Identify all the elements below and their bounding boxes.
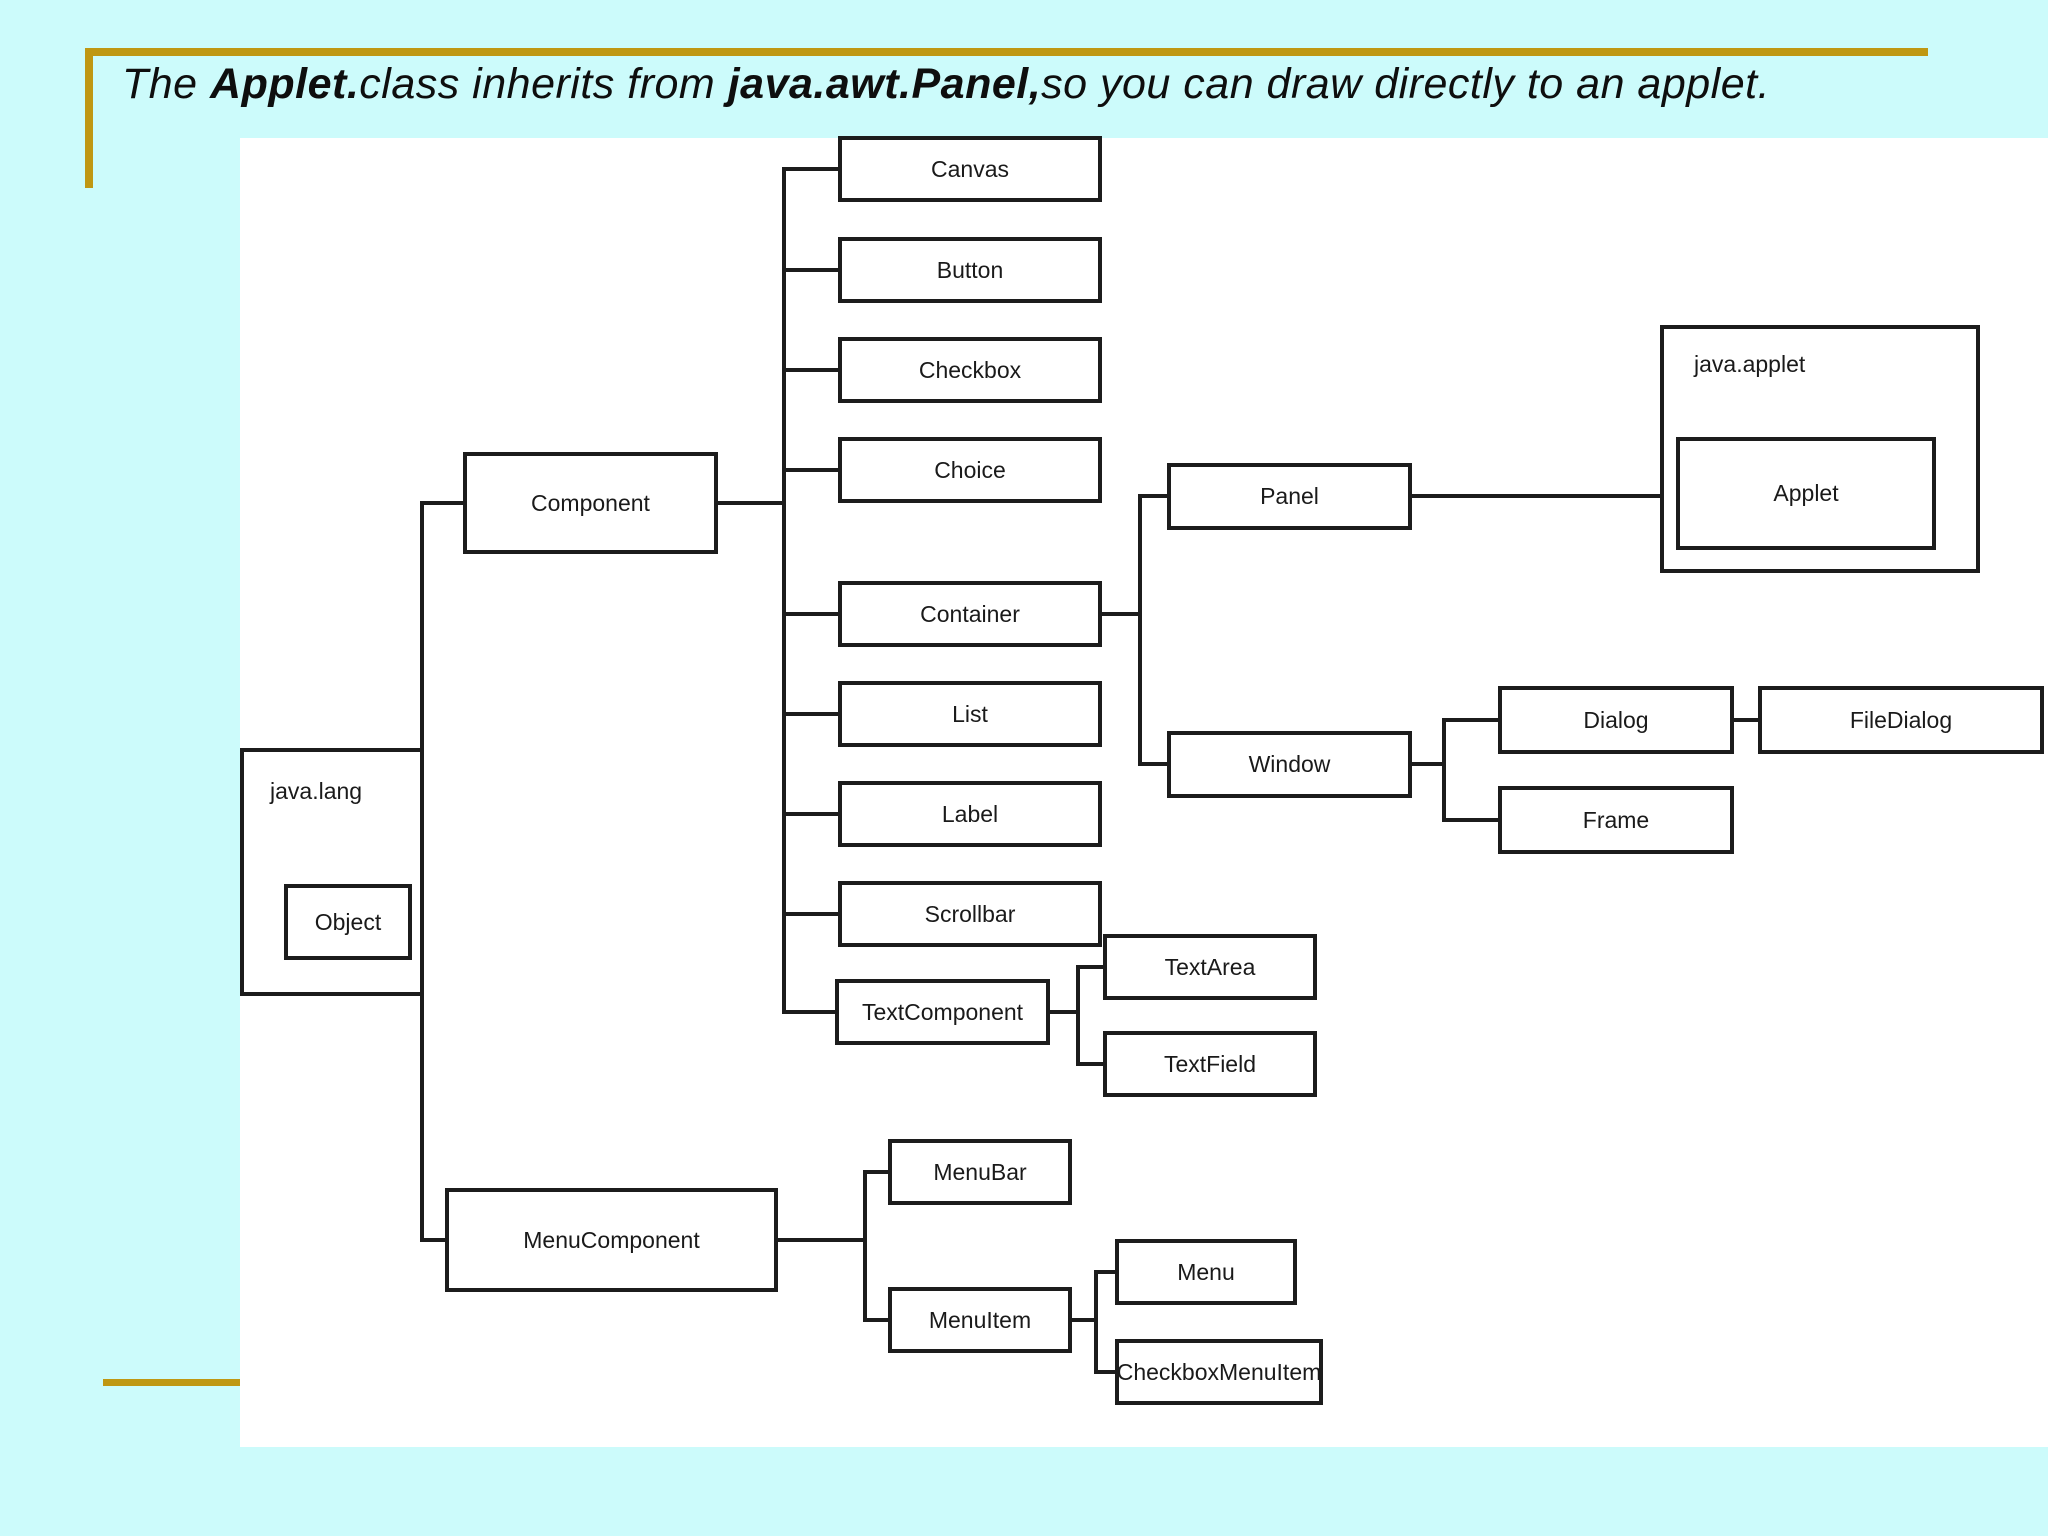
edge-bus-to-menubar xyxy=(863,1170,892,1174)
edge-menuitem-child-bus xyxy=(1094,1270,1098,1374)
title-segment: so you can draw directly to an applet. xyxy=(1041,60,1771,108)
edge-bus-to-dialog xyxy=(1442,718,1502,722)
edge-bus-to-menuitem xyxy=(863,1318,892,1322)
title-segment: class inherits from xyxy=(359,60,728,108)
edge-container-child-bus xyxy=(1138,494,1142,766)
edge-bus-to-choice xyxy=(782,468,842,472)
node-label-label: Label xyxy=(941,800,999,827)
edge-bus-to-textcomponent xyxy=(782,1010,839,1014)
package-java-applet-label: java.applet xyxy=(1694,351,1806,377)
node-filedialog-label: FileDialog xyxy=(1849,706,1953,733)
node-applet-label: Applet xyxy=(1773,480,1839,506)
node-scrollbar: Scrollbar xyxy=(838,881,1102,947)
node-list-label: List xyxy=(952,700,988,727)
node-menucomponent: MenuComponent xyxy=(445,1188,778,1292)
node-checkboxmenuitem: CheckboxMenuItem xyxy=(1115,1339,1323,1405)
package-java-lang-label: java.lang xyxy=(270,778,363,804)
edge-component-child-bus xyxy=(782,167,786,1014)
node-object: Object xyxy=(284,884,412,960)
edge-window-child-bus xyxy=(1442,718,1446,822)
edge-menuitem-to-bus xyxy=(1068,1318,1098,1322)
node-container-label: Container xyxy=(920,600,1020,627)
node-choice-label: Choice xyxy=(934,456,1006,483)
node-choice: Choice xyxy=(838,437,1102,503)
edge-bus-to-scrollbar xyxy=(782,912,842,916)
edge-bus-to-textfield xyxy=(1076,1062,1107,1066)
node-object-label: Object xyxy=(314,908,382,935)
node-textarea: TextArea xyxy=(1103,934,1317,1000)
title-segment-bold: java.awt.Panel, xyxy=(727,60,1042,108)
edge-bus-to-container xyxy=(782,612,842,616)
edge-spine-to-component xyxy=(420,501,467,505)
node-menuitem: MenuItem xyxy=(888,1287,1072,1353)
node-textfield-label: TextField xyxy=(1163,1050,1257,1077)
edge-menucomponent-to-bus xyxy=(774,1238,867,1242)
node-component: Component xyxy=(463,452,718,554)
node-component-label: Component xyxy=(531,489,650,516)
edge-spine-to-menucomponent xyxy=(420,1238,449,1242)
node-menu: Menu xyxy=(1115,1239,1297,1305)
node-menuitem-label: MenuItem xyxy=(928,1306,1032,1333)
edge-bus-to-canvas xyxy=(782,167,842,171)
node-menucomponent-label: MenuComponent xyxy=(523,1226,700,1253)
edge-bus-to-checkbox xyxy=(782,368,842,372)
node-menubar-label: MenuBar xyxy=(933,1158,1027,1185)
node-textarea-label: TextArea xyxy=(1164,953,1256,980)
gold-left-rule xyxy=(85,48,93,188)
edge-bus-to-menu xyxy=(1094,1270,1119,1274)
node-textcomponent-label: TextComponent xyxy=(861,998,1024,1025)
gold-top-rule xyxy=(85,48,1928,56)
edge-bus-to-textarea xyxy=(1076,965,1107,969)
edge-component-to-bus xyxy=(714,501,786,505)
node-frame-label: Frame xyxy=(1582,806,1650,833)
node-checkbox: Checkbox xyxy=(838,337,1102,403)
node-checkbox-label: Checkbox xyxy=(918,356,1022,383)
edge-bus-to-frame xyxy=(1442,818,1502,822)
node-dialog: Dialog xyxy=(1498,686,1734,754)
node-menu-label: Menu xyxy=(1177,1258,1235,1285)
node-panel: Panel xyxy=(1167,463,1412,530)
edge-bus-to-panel xyxy=(1138,494,1171,498)
node-canvas-label: Canvas xyxy=(931,155,1009,182)
node-textcomponent: TextComponent xyxy=(835,979,1050,1045)
edge-bus-to-window xyxy=(1138,762,1171,766)
node-label: Label xyxy=(838,781,1102,847)
node-scrollbar-label: Scrollbar xyxy=(924,900,1016,927)
edge-bus-to-checkboxmenuitem xyxy=(1094,1370,1119,1374)
node-panel-label: Panel xyxy=(1260,483,1319,509)
node-menubar: MenuBar xyxy=(888,1139,1072,1205)
title-segment-bold: Applet. xyxy=(210,60,360,108)
node-applet: Applet xyxy=(1676,437,1936,550)
edge-bus-to-list xyxy=(782,712,842,716)
node-canvas: Canvas xyxy=(838,136,1102,202)
node-container: Container xyxy=(838,581,1102,647)
edge-window-to-bus xyxy=(1408,762,1446,766)
node-checkboxmenuitem-label: CheckboxMenuItem xyxy=(1116,1358,1322,1385)
node-window: Window xyxy=(1167,731,1412,798)
node-list: List xyxy=(838,681,1102,747)
edge-container-to-bus xyxy=(1098,612,1142,616)
node-filedialog: FileDialog xyxy=(1758,686,2044,754)
edge-textcomponent-child-bus xyxy=(1076,965,1080,1066)
edge-menucomponent-child-bus xyxy=(863,1170,867,1322)
node-button-label: Button xyxy=(936,256,1004,283)
edge-dialog-to-filedialog xyxy=(1730,718,1762,722)
node-button: Button xyxy=(838,237,1102,303)
node-textfield: TextField xyxy=(1103,1031,1317,1097)
title-segment: The xyxy=(122,60,211,108)
slide-title: The Applet.class inherits from java.awt.… xyxy=(122,60,1912,109)
edge-bus-to-button xyxy=(782,268,842,272)
gold-bottom-rule xyxy=(103,1379,240,1386)
edge-textcomponent-to-bus xyxy=(1046,1010,1080,1014)
node-window-label: Window xyxy=(1248,751,1331,777)
edge-panel-to-applet xyxy=(1408,494,1680,498)
edge-bus-to-label xyxy=(782,812,842,816)
node-dialog-label: Dialog xyxy=(1583,706,1649,733)
node-frame: Frame xyxy=(1498,786,1734,854)
